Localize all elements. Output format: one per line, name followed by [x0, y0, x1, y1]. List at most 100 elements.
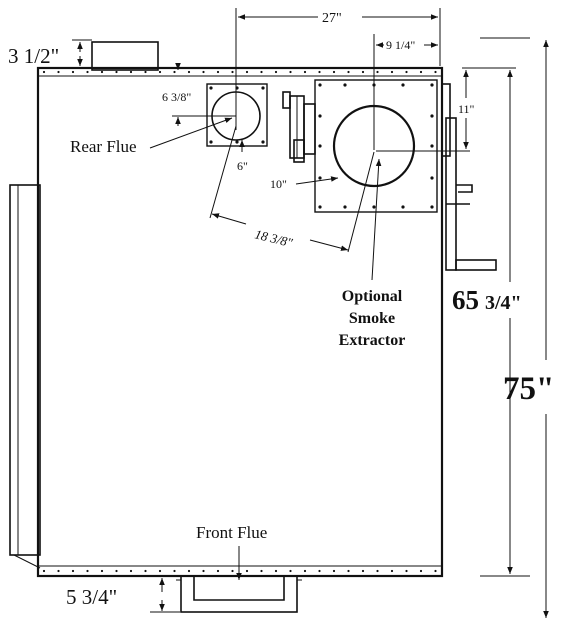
rivet-dot	[100, 70, 104, 74]
rivet-dot	[361, 569, 365, 573]
rivet-dot	[347, 569, 350, 573]
rivet-dot	[430, 144, 434, 148]
rivet-dot	[86, 70, 89, 74]
dim-flue-spacing-label: 18 3/8"	[253, 226, 294, 250]
rivet-dot	[430, 114, 434, 118]
rivet-dot	[390, 70, 394, 74]
rivet-dot	[115, 569, 118, 573]
rivet-dot	[42, 569, 46, 573]
bottom-rivet-row	[42, 569, 437, 573]
rivet-dot	[347, 70, 350, 74]
rivet-dot	[100, 569, 104, 573]
left-side-panel	[9, 184, 41, 569]
svg-text:Extractor: Extractor	[339, 332, 406, 349]
rear-flue-leader	[149, 117, 233, 149]
rivet-dot	[376, 569, 379, 573]
rivet-dot	[405, 70, 408, 74]
rivet-dot	[216, 70, 220, 74]
front-flue-label: Front Flue	[196, 523, 267, 542]
svg-text:Smoke: Smoke	[349, 310, 395, 327]
rivet-dot	[401, 83, 405, 87]
rivet-dot	[158, 70, 162, 74]
rivet-dot	[343, 205, 347, 209]
rivet-dot	[187, 70, 191, 74]
rivet-dot	[434, 569, 437, 573]
rivet-dot	[86, 569, 89, 573]
top-rivet-row	[42, 70, 437, 74]
extractor-diameter-leader	[295, 176, 339, 185]
rivet-dot	[318, 205, 322, 209]
rivet-dot	[430, 176, 434, 180]
dim-rear-flue-drop-label: 6 3/8"	[162, 90, 191, 104]
rivet-dot	[260, 70, 263, 74]
rivet-dot	[332, 569, 336, 573]
rivet-dot	[274, 569, 278, 573]
rivet-dot	[419, 569, 423, 573]
rivet-dot	[42, 70, 46, 74]
dim-extractor-drop-line	[376, 67, 516, 152]
rivet-dot	[289, 569, 292, 573]
dim-extractor-offset-line	[373, 34, 438, 150]
rivet-dot	[158, 569, 162, 573]
rivet-dot	[390, 569, 394, 573]
rivet-dot	[71, 569, 75, 573]
right-side-bracket	[441, 83, 497, 271]
rivet-dot	[372, 205, 376, 209]
rivet-dot	[202, 70, 205, 74]
rivet-dot	[274, 70, 278, 74]
rivet-dot	[231, 569, 234, 573]
rivet-dot	[245, 70, 249, 74]
rivet-dot	[187, 569, 191, 573]
rear-flue-plate	[206, 83, 268, 147]
dim-extractor-drop-label: 11"	[458, 102, 475, 116]
rivet-dot	[173, 70, 176, 74]
dim-top-offset-line	[72, 39, 92, 69]
rivet-dot	[245, 569, 249, 573]
rear-flue-label: Rear Flue	[70, 137, 137, 156]
dim-rear-flue-drop-line	[172, 63, 236, 126]
dim-27-label: 27"	[322, 11, 342, 26]
rivet-dot	[318, 70, 321, 74]
rivet-dot	[129, 70, 133, 74]
rivet-dot	[430, 205, 434, 209]
rivet-dot	[376, 70, 379, 74]
rivet-dot	[289, 70, 292, 74]
rivet-dot	[405, 569, 408, 573]
front-flue	[176, 575, 302, 613]
rivet-dot	[57, 569, 60, 573]
rivet-dot	[303, 70, 307, 74]
rivet-dot	[129, 569, 133, 573]
rivet-dot	[260, 569, 263, 573]
rivet-dot	[434, 70, 437, 74]
dim-65-label: 65 3/4"	[452, 285, 522, 315]
rivet-dot	[419, 70, 423, 74]
rivet-dot	[216, 569, 220, 573]
rivet-dot	[318, 569, 321, 573]
rear-flue-diameter-label: 6"	[237, 159, 248, 173]
rivet-dot	[332, 70, 336, 74]
rivet-dot	[57, 70, 60, 74]
rivet-dot	[318, 83, 322, 87]
rivet-dot	[343, 83, 347, 87]
dim-bottom-offset-line	[150, 578, 180, 613]
dim-65-line	[480, 70, 530, 577]
dim-top-offset-label: 3 1/2"	[8, 44, 59, 68]
top-collar	[91, 41, 159, 71]
extractor-diameter-label: 10"	[270, 177, 287, 191]
rivet-dot	[318, 176, 322, 180]
rivet-dot	[71, 70, 75, 74]
smoke-extractor-leader	[371, 158, 382, 281]
rivet-dot	[430, 83, 434, 87]
rivet-dot	[231, 70, 234, 74]
rivet-dot	[173, 569, 176, 573]
rivet-dot	[202, 569, 205, 573]
rivet-dot	[144, 70, 147, 74]
rivet-dot	[144, 569, 147, 573]
dim-bottom-offset-label: 5 3/4"	[66, 585, 117, 609]
dim-extractor-offset-label: 9 1/4"	[386, 38, 415, 52]
optional-smoke-extractor-label: Optional Smoke Extractor	[339, 288, 406, 349]
rivet-dot	[401, 205, 405, 209]
dim-75-label: 75"	[503, 371, 554, 407]
rivet-dot	[361, 70, 365, 74]
rivet-dot	[115, 70, 118, 74]
